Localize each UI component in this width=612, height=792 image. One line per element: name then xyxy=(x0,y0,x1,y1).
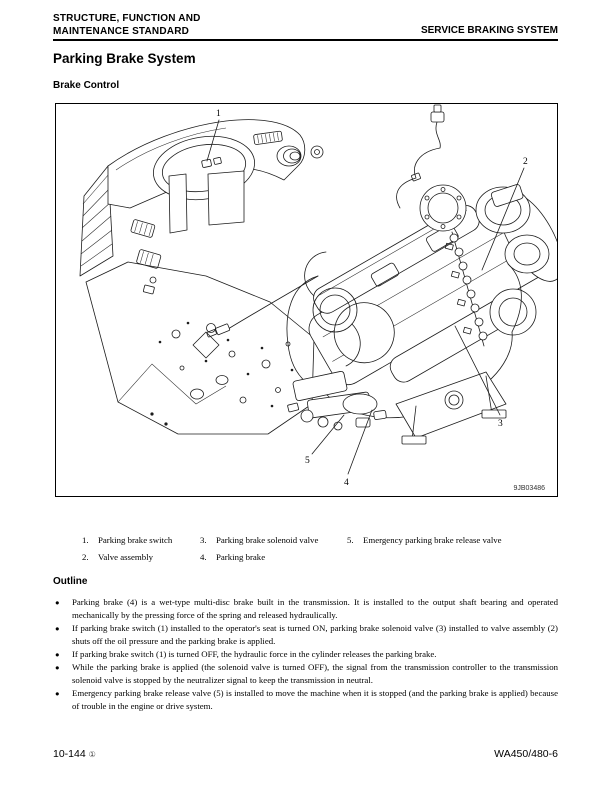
outline-bullet-4: ● While the parking brake is applied (th… xyxy=(53,661,558,687)
footer-page-number: 10-144 ① xyxy=(53,748,96,760)
header-left-line1: STRUCTURE, FUNCTION AND xyxy=(53,13,201,24)
legend-item-5-label: Emergency parking brake release valve xyxy=(363,535,502,545)
legend-item-3-label: Parking brake solenoid valve xyxy=(216,535,319,545)
legend-item-4-label: Parking brake xyxy=(216,552,266,562)
legend-item-2-label: Valve assembly xyxy=(98,552,153,562)
figure-code: 9JB03486 xyxy=(513,485,545,492)
figure-brake-control: 1 2 3 4 5 9JB03486 xyxy=(55,103,558,497)
legend-item-2-num: 2. xyxy=(82,552,89,562)
legend-item-3: 3. Parking brake solenoid valve xyxy=(200,532,347,549)
legend-item-5-num: 5. xyxy=(347,535,354,545)
legend-item-4-num: 4. xyxy=(200,552,207,562)
callout-5-label: 5 xyxy=(305,456,310,466)
outline-bullet-2: ● If parking brake switch (1) installed … xyxy=(53,622,558,648)
header-left: STRUCTURE, FUNCTION AND MAINTENANCE STAN… xyxy=(53,12,558,38)
outline-bullet-3: ● If parking brake switch (1) is turned … xyxy=(53,648,558,661)
transmission-drawing xyxy=(206,104,557,445)
page-header: STRUCTURE, FUNCTION AND MAINTENANCE STAN… xyxy=(53,12,558,38)
outline-bullet-3-text: If parking brake switch (1) is turned OF… xyxy=(72,649,437,659)
dashboard-drawing xyxy=(79,119,324,435)
bullet-icon: ● xyxy=(55,623,60,633)
callout-4-label: 4 xyxy=(344,478,349,488)
outline-bullet-2-text: If parking brake switch (1) installed to… xyxy=(72,623,558,646)
callout-3-label: 3 xyxy=(498,419,503,429)
callout-5-leader xyxy=(311,414,345,455)
outline-bullet-1: ● Parking brake (4) is a wet-type multi-… xyxy=(53,596,558,622)
outline-bullet-1-text: Parking brake (4) is a wet-type multi-di… xyxy=(72,597,558,620)
brake-control-illustration: 1 2 3 4 5 9JB03486 xyxy=(79,104,557,492)
bullet-icon: ● xyxy=(55,662,60,672)
callout-2-leader xyxy=(481,167,525,271)
outline-heading: Outline xyxy=(53,576,88,587)
legend-item-1: 1. Parking brake switch xyxy=(82,532,200,549)
bullet-icon: ● xyxy=(55,649,60,659)
footer-revision-mark: ① xyxy=(88,750,96,759)
bullet-icon: ● xyxy=(55,688,60,698)
outline-bullet-5: ● Emergency parking brake release valve … xyxy=(53,687,558,713)
legend-item-5: 5. Emergency parking brake release valve xyxy=(347,532,558,549)
bullet-icon: ● xyxy=(55,597,60,607)
callout-3-leader xyxy=(454,325,501,416)
section-title: Brake Control xyxy=(53,80,120,91)
callout-1-leader xyxy=(206,119,220,162)
header-right: SERVICE BRAKING SYSTEM xyxy=(420,25,558,36)
figure-callouts: 1 2 3 4 5 9JB03486 xyxy=(206,109,545,492)
header-left-line2: MAINTENANCE STANDARD xyxy=(53,26,190,37)
page-title: Parking Brake System xyxy=(53,51,196,66)
legend-item-1-num: 1. xyxy=(82,535,89,545)
outline-bullet-list: ● Parking brake (4) is a wet-type multi-… xyxy=(53,596,558,713)
legend-item-1-label: Parking brake switch xyxy=(98,535,173,545)
callout-2-label: 2 xyxy=(523,157,528,167)
header-rule xyxy=(53,39,558,41)
outline-bullet-4-text: While the parking brake is applied (the … xyxy=(72,662,558,685)
footer-model-number: WA450/480-6 xyxy=(494,748,558,760)
outline-bullet-5-text: Emergency parking brake release valve (5… xyxy=(72,688,558,711)
legend-item-2: 2. Valve assembly xyxy=(82,549,200,566)
legend-item-3-num: 3. xyxy=(200,535,207,545)
footer-page-number-text: 10-144 xyxy=(53,748,86,760)
callout-4-leader xyxy=(347,409,373,475)
legend-item-4: 4. Parking brake xyxy=(200,549,347,566)
callout-1-label: 1 xyxy=(216,109,221,119)
figure-legend: 1. Parking brake switch 3. Parking brake s… xyxy=(82,532,558,566)
